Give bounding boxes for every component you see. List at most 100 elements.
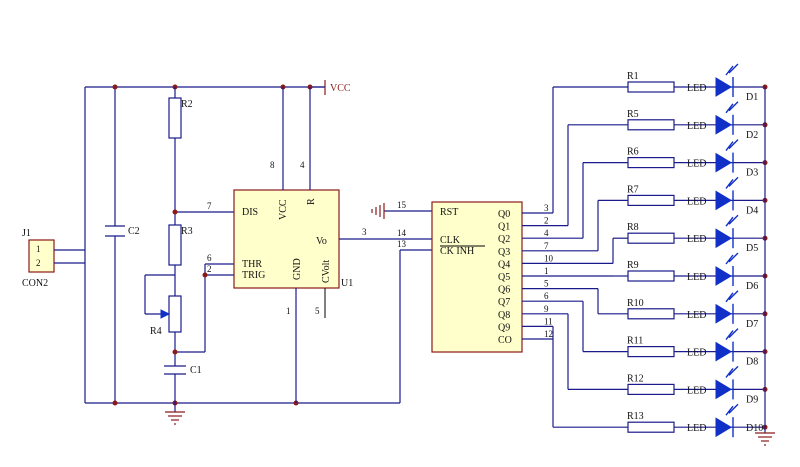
led-light-icon [725, 252, 739, 265]
capacitor-c2 [105, 225, 125, 237]
counter-inputs [371, 203, 438, 403]
counter-output-pin: 5 [544, 279, 549, 289]
led-triangle [715, 190, 732, 211]
timer-pin-gnd-num: 1 [286, 306, 291, 316]
counter-pin-name: CK INH [440, 246, 474, 257]
led-resistor-label: R5 [627, 109, 639, 120]
counter-pin-num: 15 [397, 200, 407, 210]
led-triangle [715, 77, 732, 97]
led-triangle [715, 114, 732, 135]
counter-output-pin: 7 [544, 241, 549, 251]
diode-label: D6 [746, 281, 758, 292]
capacitor-c2-label: C2 [128, 226, 140, 237]
led-resistor [627, 81, 675, 93]
resistor-r3-label: R3 [181, 226, 193, 237]
led-resistor-label: R6 [627, 147, 639, 158]
timer-u1 [233, 87, 432, 403]
timer-pin-r-num: 4 [300, 160, 305, 170]
counter-output-label: Q9 [498, 322, 510, 333]
led-light-icon [725, 403, 739, 416]
timing-network [144, 87, 234, 425]
timer-pin-vo: Vo [316, 236, 327, 247]
counter-output-label: Q8 [498, 310, 510, 321]
led-resistor [627, 194, 675, 206]
counter-output-label: Q4 [498, 259, 510, 270]
led-light-icon [725, 139, 739, 152]
counter-output-label: Q1 [498, 222, 510, 233]
led-resistor-label: R11 [627, 336, 643, 347]
timer-pin-thr-num: 6 [207, 253, 212, 263]
led-resistor [627, 157, 675, 169]
timer-pin-trig-num: 2 [207, 264, 212, 274]
led-light-icon [725, 176, 739, 189]
led-label: LED [687, 385, 706, 396]
connector-pin-2: 2 [36, 258, 41, 268]
led-triangle [715, 341, 732, 362]
led-light-icon [725, 101, 739, 114]
timer-pin-dis: DIS [242, 207, 258, 218]
timer-pin-thr: THR [242, 259, 262, 270]
led-light-icon [725, 328, 739, 341]
counter-output-pin: 9 [544, 304, 549, 314]
diode-label: D3 [746, 168, 758, 179]
counter-pin-num: 13 [397, 239, 407, 249]
capacitor-c1-label: C1 [190, 365, 202, 376]
counter-chip [431, 201, 523, 353]
counter-output-pin: 10 [544, 253, 554, 263]
vcc-label: VCC [330, 83, 351, 94]
led-resistor [627, 421, 675, 433]
resistor-r4-label: R4 [150, 326, 162, 337]
counter-output-label: Q7 [498, 297, 510, 308]
timer-pin-vcc: VCC [278, 199, 289, 220]
timer-pin-cvolt-num: 5 [315, 306, 320, 316]
counter-output-pin: 12 [544, 329, 553, 339]
led-light-icon [725, 290, 739, 303]
counter-output-pin: 2 [544, 216, 549, 226]
led-resistor-label: R7 [627, 184, 639, 195]
led-triangle [715, 266, 732, 286]
timer-pin-vo-num: 3 [362, 227, 367, 237]
led-light-icon [725, 365, 739, 378]
connector-ref: J1 [22, 228, 31, 239]
led-triangle [715, 417, 732, 438]
led-resistor-label: R10 [627, 298, 644, 309]
counter-pin-name: RST [440, 207, 458, 218]
led-label: LED [687, 310, 706, 321]
led-triangle [715, 303, 732, 324]
led-light-icon [725, 214, 739, 227]
connector-pin-1: 1 [36, 244, 41, 254]
diode-label: D8 [746, 357, 758, 368]
led-resistor-label: R8 [627, 222, 639, 233]
resistor-r2-label: R2 [181, 99, 193, 110]
led-resistor-label: R13 [627, 411, 644, 422]
led-label: LED [687, 83, 706, 94]
led-triangle [715, 152, 732, 173]
timer-pin-dis-num: 7 [207, 201, 212, 211]
counter-output-label: Q6 [498, 285, 510, 296]
led-label: LED [687, 234, 706, 245]
led-resistor [627, 308, 675, 320]
led-label: LED [687, 121, 706, 132]
timer-ref: U1 [341, 278, 353, 289]
led-resistor-label: R12 [627, 373, 644, 384]
counter-output-label: Q3 [498, 247, 510, 258]
diode-label: D4 [746, 205, 758, 216]
timer-pin-trig: TRIG [242, 270, 265, 281]
led-label: LED [687, 159, 706, 170]
led-resistor [627, 346, 675, 358]
led-label: LED [687, 348, 706, 359]
timer-pin-r: R [306, 198, 317, 205]
diode-label: D10 [746, 423, 763, 434]
timer-pin-vcc-num: 8 [270, 160, 275, 170]
counter-output-label: Q0 [498, 209, 510, 220]
counter-output-pin: 4 [544, 228, 549, 238]
